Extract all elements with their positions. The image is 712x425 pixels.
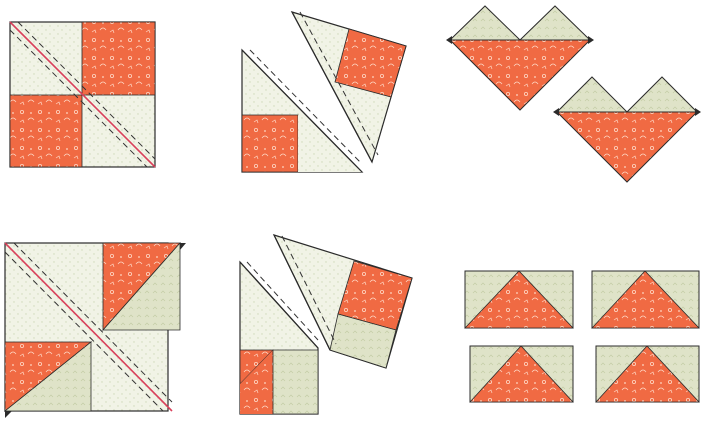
- step-1-four-patch-marked: [10, 22, 155, 167]
- flying-geese-unit-4: [596, 346, 699, 402]
- flying-geese-unit-1: [465, 271, 573, 328]
- step-2-cut-triangles: [242, 12, 406, 172]
- step-5-cut-hst-triangles: [240, 235, 412, 414]
- print-square-bottom-left: [10, 95, 82, 167]
- heart-unit-1: [446, 6, 594, 110]
- step-3-heart-units: [446, 6, 701, 182]
- print-square-top-right: [82, 22, 155, 95]
- heart-unit-2: [553, 77, 701, 182]
- flying-geese-unit-2: [592, 271, 699, 328]
- flying-geese-unit-3: [470, 346, 573, 402]
- step-6-flying-geese-units: [465, 271, 699, 402]
- step-4-hst-marked: [5, 243, 186, 418]
